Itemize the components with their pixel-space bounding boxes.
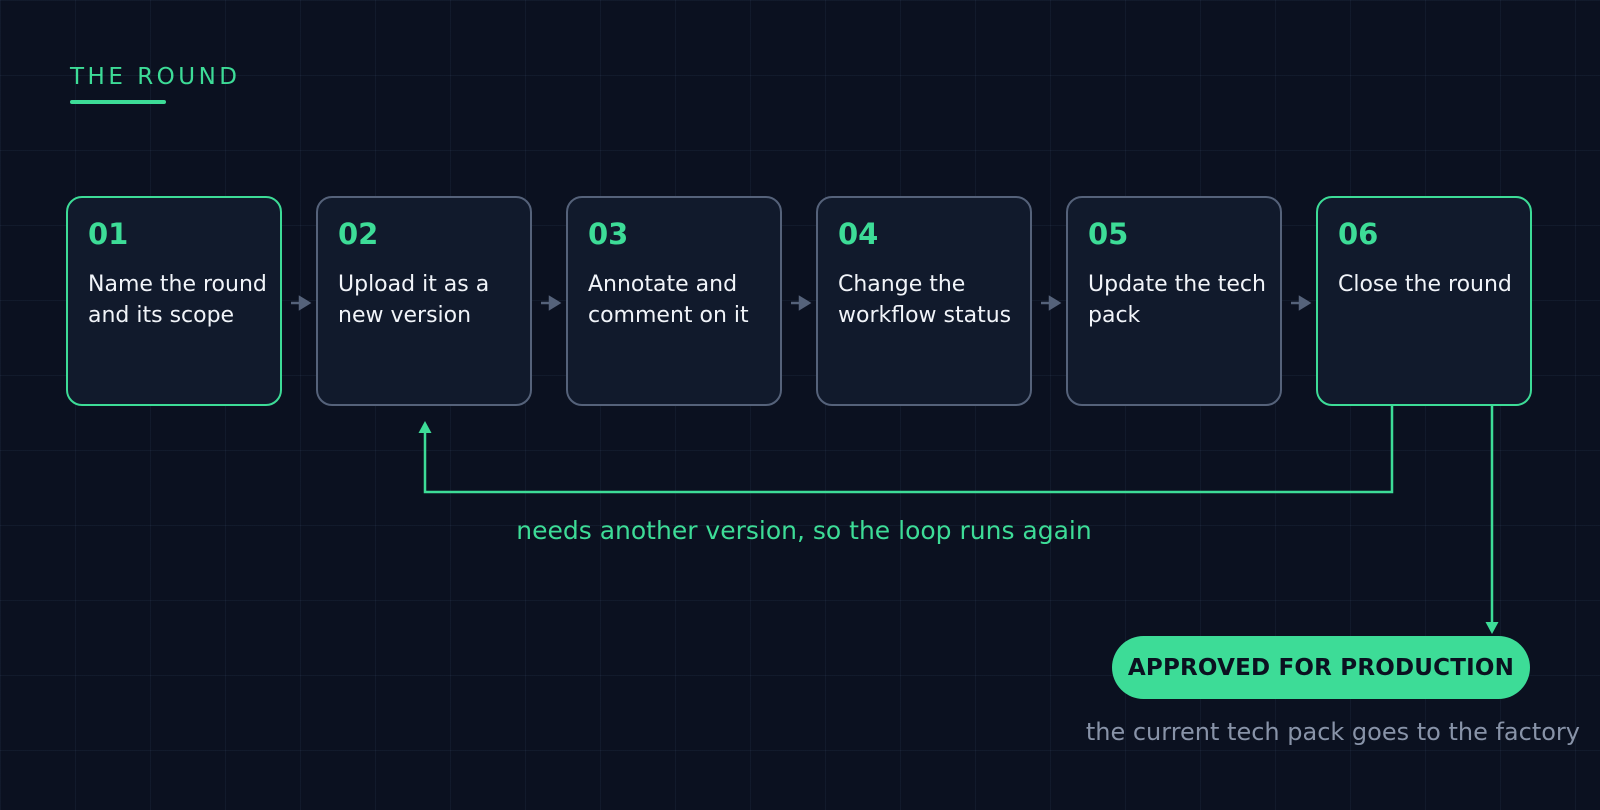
step-number: 06 (1338, 217, 1379, 251)
step-card-02: 02 Upload it as a new version (316, 196, 532, 406)
arrow-head-01-02 (298, 295, 312, 311)
step-number: 03 (588, 217, 629, 251)
section-title: THE ROUND (70, 64, 241, 90)
step-description: Update the tech pack (1088, 272, 1266, 328)
step-description: Annotate and comment on it (588, 272, 749, 328)
step-number: 05 (1088, 217, 1129, 251)
step-card-03: 03 Annotate and comment on it (566, 196, 782, 406)
arrow-head-03-04 (798, 295, 812, 311)
step-number: 02 (338, 217, 379, 251)
approved-caption: the current tech pack goes to the factor… (1085, 718, 1580, 746)
step-card-05: 05 Update the tech pack (1066, 196, 1282, 406)
step-number: 01 (88, 217, 129, 251)
step-card-01: 01 Name the round and its scope (66, 196, 282, 406)
arrow-head-05-06 (1298, 295, 1312, 311)
loop-back-connector (423, 406, 1394, 494)
approval-arrow-head (1485, 622, 1499, 634)
step-description: Upload it as a new version (338, 272, 490, 328)
step-description: Close the round (1338, 272, 1512, 297)
step-card-04: 04 Change the workflow status (816, 196, 1032, 406)
arrow-head-04-05 (1048, 295, 1062, 311)
arrow-head-02-03 (548, 295, 562, 311)
approved-badge: APPROVED FOR PRODUCTION (1112, 636, 1530, 699)
section-title-underline (70, 100, 166, 104)
step-number: 04 (838, 217, 879, 251)
loop-back-arrow-head (418, 421, 432, 433)
step-description: Change the workflow status (838, 272, 1012, 328)
loop-caption: needs another version, so the loop runs … (516, 516, 1092, 545)
step-description: Name the round and its scope (88, 272, 267, 328)
step-card-06: 06 Close the round (1316, 196, 1532, 406)
